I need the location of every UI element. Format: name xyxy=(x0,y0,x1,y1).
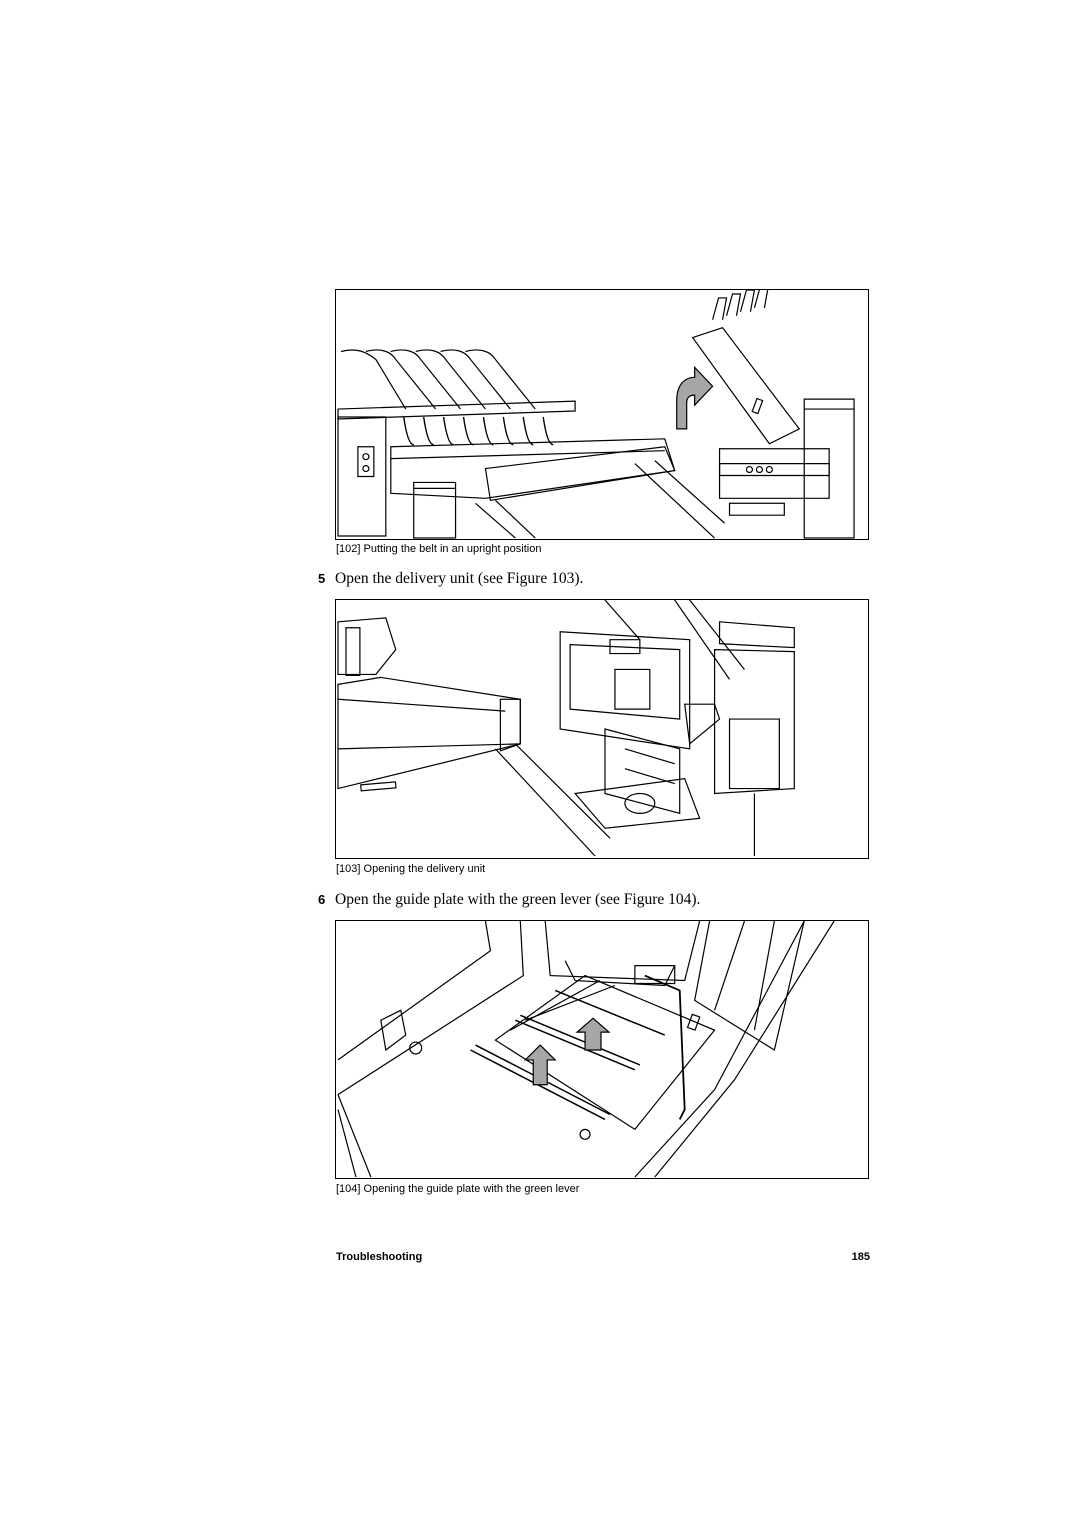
footer-page-number: 185 xyxy=(851,1251,870,1263)
figure-104-caption: [104] Opening the guide plate with the g… xyxy=(336,1183,580,1195)
step-text: Open the guide plate with the green leve… xyxy=(335,891,701,908)
upward-arrow-icon xyxy=(525,1045,555,1085)
figure-102-illustration xyxy=(335,289,869,540)
figure-103-caption: [103] Opening the delivery unit xyxy=(336,863,486,875)
upward-arrow-icon xyxy=(577,1018,609,1050)
guide-rollers xyxy=(470,990,664,1119)
belt-guide-fingers xyxy=(341,350,535,409)
step-text: Open the delivery unit (see Figure 103). xyxy=(335,570,584,587)
step-6: 6 Open the guide plate with the green lev… xyxy=(318,891,700,909)
machine-side-panel xyxy=(338,417,386,536)
step-5: 5 Open the delivery unit (see Figure 103)… xyxy=(318,570,583,588)
green-lever xyxy=(645,976,685,1120)
step-number: 5 xyxy=(318,571,326,586)
figure-104-illustration xyxy=(335,920,869,1179)
delivery-unit-door xyxy=(560,632,690,749)
figure-102-caption: [102] Putting the belt in an upright pos… xyxy=(336,543,542,555)
upward-arrow-icon xyxy=(677,367,713,429)
step-number: 6 xyxy=(318,892,326,907)
figure-103-illustration xyxy=(335,599,869,859)
footer-section-title: Troubleshooting xyxy=(336,1251,423,1263)
upright-belt-lid xyxy=(693,328,800,444)
